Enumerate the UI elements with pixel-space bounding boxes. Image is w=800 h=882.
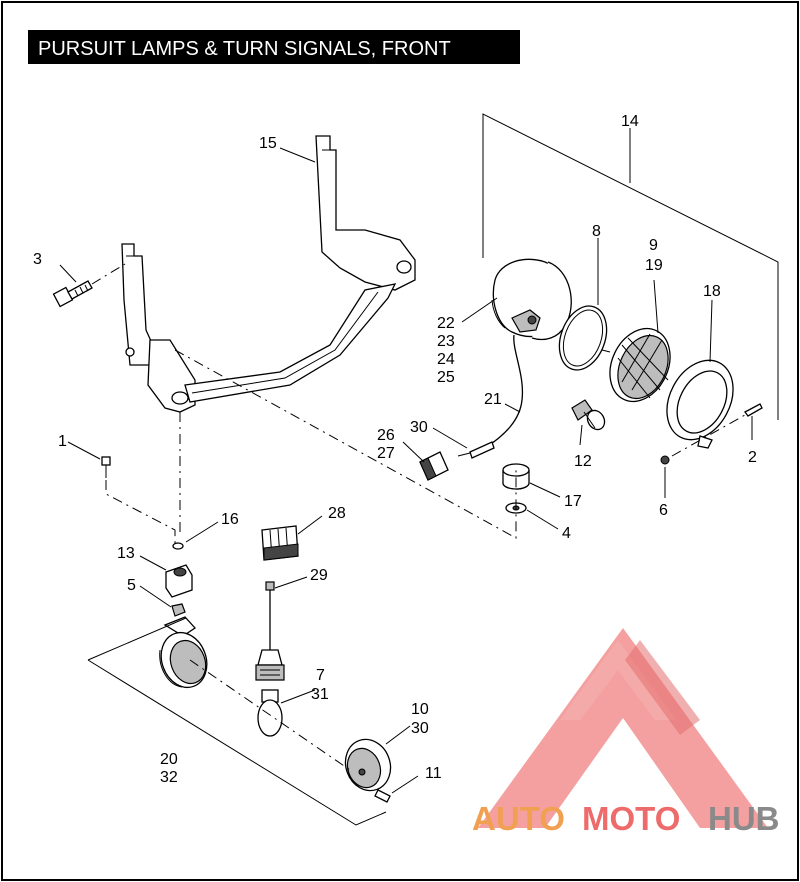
callout-18: 18 [703, 283, 721, 300]
group-bracket-20b [87, 659, 387, 826]
callout-31: 31 [311, 686, 329, 703]
trim-ring [666, 359, 734, 449]
callout-22: 22 [437, 315, 455, 332]
callout-3: 3 [33, 251, 42, 268]
screw-2 [744, 403, 763, 417]
callout-6: 6 [659, 502, 668, 519]
turn-signal-centerline [189, 659, 351, 771]
nut-6 [660, 455, 670, 465]
watermark-moto: MOTO [582, 800, 680, 837]
screw-3 [52, 280, 93, 308]
callout-27: 27 [377, 445, 395, 462]
callout-30-lens: 30 [411, 720, 429, 737]
callout-17: 17 [564, 493, 582, 510]
callout-26: 26 [377, 427, 395, 444]
callout-15: 15 [259, 135, 277, 152]
callout-8: 8 [592, 223, 601, 240]
callout-11: 11 [425, 765, 442, 782]
callout-10: 10 [411, 701, 429, 718]
callout-9: 9 [649, 237, 658, 254]
connector-28 [261, 525, 299, 561]
callout-30-lamp: 30 [410, 419, 428, 436]
lamp-wire [484, 334, 524, 449]
callout-5: 5 [127, 577, 136, 594]
callout-16: 16 [221, 511, 239, 528]
socket-7 [255, 649, 285, 681]
callout-19: 19 [645, 257, 663, 274]
assembly-centerline [174, 349, 517, 539]
callout-2: 2 [748, 449, 757, 466]
group-bracket-20a [87, 617, 187, 661]
title-background [28, 30, 520, 64]
leader-lines [59, 128, 753, 794]
bulb-31 [257, 689, 283, 737]
watermark-auto: AUTO [472, 800, 565, 837]
callout-1: 1 [58, 433, 67, 450]
callout-25: 25 [437, 369, 455, 386]
spacer-13 [165, 564, 193, 598]
screw-1 [101, 456, 111, 478]
pursuit-lamp-housing [491, 258, 572, 341]
connector-26 [419, 451, 449, 481]
page-title: PURSUIT LAMPS & TURN SIGNALS, FRONT [38, 38, 451, 60]
callout-7: 7 [316, 667, 325, 684]
callout-20: 20 [160, 751, 178, 768]
callout-29: 29 [310, 567, 328, 584]
callout-32: 32 [160, 769, 178, 786]
screw-11 [374, 789, 391, 803]
callout-28: 28 [328, 505, 346, 522]
turn-signal-housing [159, 616, 208, 689]
callout-14: 14 [621, 113, 639, 130]
group-bracket-14 [482, 113, 779, 420]
bulb-12 [571, 399, 606, 431]
sealed-beam-lamp [601, 327, 671, 403]
nut-5 [171, 603, 186, 617]
washer-16 [172, 542, 184, 550]
callout-23: 23 [437, 333, 455, 350]
callout-4: 4 [562, 525, 571, 542]
watermark-logo [478, 628, 768, 828]
callout-24: 24 [437, 351, 455, 368]
callout-21: 21 [484, 391, 502, 408]
bracket-bolt-line [105, 480, 176, 545]
watermark-hub: HUB [708, 800, 780, 837]
turn-signal-lens [344, 738, 392, 792]
callout-12: 12 [574, 453, 592, 470]
callout-13: 13 [117, 545, 135, 562]
mounting-bracket [121, 135, 416, 413]
